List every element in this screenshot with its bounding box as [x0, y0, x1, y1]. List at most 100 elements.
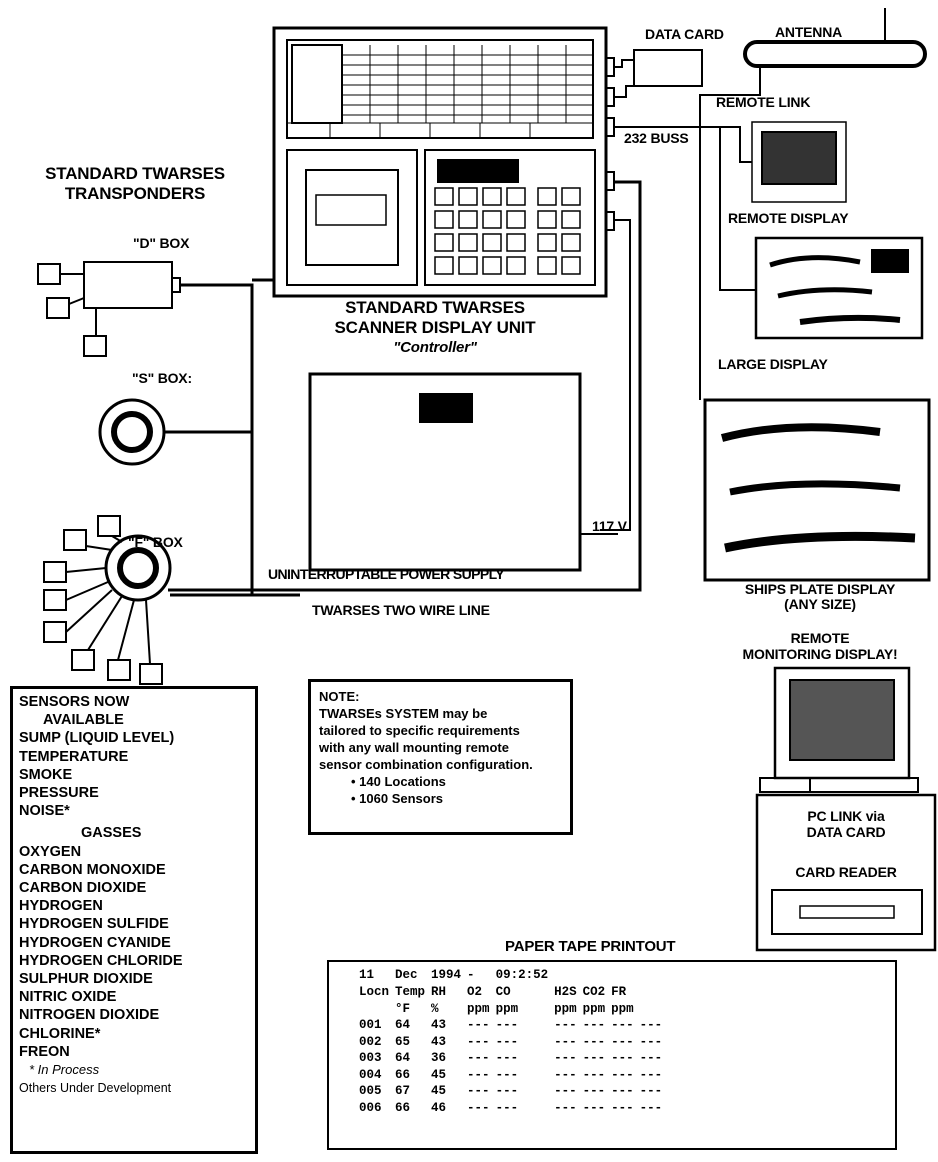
- sensor-item: SUMP (LIQUID LEVEL): [19, 730, 175, 747]
- ships-plate-line-1: SHIPS PLATE DISPLAY: [744, 581, 896, 597]
- gasses-header: GASSES: [81, 825, 142, 842]
- keypad-key: [482, 233, 502, 252]
- scanner-keypad: [434, 187, 581, 275]
- gas-item: CHLORINE*: [19, 1025, 101, 1042]
- keypad-key: [458, 210, 478, 229]
- tape-cell: H2S: [554, 984, 577, 999]
- s-box-shape: [98, 398, 166, 466]
- tape-cell: 004: [359, 1067, 382, 1082]
- keypad-key: [434, 187, 454, 206]
- note-line: with any wall mounting remote: [319, 740, 509, 755]
- d-box-label: "D" BOX: [133, 235, 190, 251]
- keypad-key: [434, 233, 454, 252]
- pc-link-line-1: PC LINK via: [807, 808, 885, 824]
- keypad-key: [482, 187, 502, 206]
- tape-cell: O2: [467, 984, 483, 999]
- tape-cell: 1994: [431, 967, 462, 982]
- sensors-development: Others Under Development: [19, 1081, 172, 1096]
- tape-cell: ---: [467, 1067, 490, 1082]
- card-reader-label: CARD READER: [795, 864, 897, 880]
- tape-cell: CO2: [582, 984, 606, 999]
- gas-item: HYDROGEN CHLORIDE: [19, 952, 183, 969]
- tape-cell: ppm: [495, 1001, 519, 1016]
- s-box-label: "S" BOX:: [132, 370, 192, 386]
- keypad-key: [506, 210, 526, 229]
- card-reader-shape: [771, 889, 923, 935]
- tape-cell: ---: [639, 1034, 663, 1049]
- tape-cell: 45: [431, 1067, 447, 1082]
- tape-cell: 001: [359, 1018, 382, 1033]
- tape-cell: ---: [639, 1084, 663, 1099]
- pc-link-box: [755, 793, 937, 952]
- tape-cell: ---: [582, 1084, 606, 1099]
- remote-monitoring-label: REMOTE MONITORING DISPLAY!: [710, 630, 930, 662]
- note-line: TWARSEs SYSTEM may be: [319, 706, 488, 721]
- tape-cell: ---: [639, 1067, 663, 1082]
- keypad-key: [434, 256, 454, 275]
- tape-cell: CO: [495, 984, 511, 999]
- tape-cell: ---: [611, 1100, 634, 1115]
- gas-item: FREON: [19, 1043, 70, 1060]
- pc-link-line-2: DATA CARD: [806, 824, 886, 840]
- tape-cell: 36: [431, 1051, 447, 1066]
- gas-item: HYDROGEN SULFIDE: [19, 916, 169, 933]
- tape-cell: Dec: [395, 967, 418, 982]
- tape-cell: 46: [431, 1100, 447, 1115]
- tape-cell: %: [431, 1001, 439, 1016]
- gas-item: CARBON MONOXIDE: [19, 861, 166, 878]
- tape-cell: ---: [611, 1018, 634, 1033]
- data-card-shape: [633, 49, 703, 87]
- transponders-title-line-2: TRANSPONDERS: [64, 184, 206, 203]
- keypad-key: [561, 233, 581, 252]
- keypad-key: [537, 256, 557, 275]
- tape-cell: ---: [582, 1067, 606, 1082]
- note-bullet: • 1060 Sensors: [351, 791, 443, 806]
- keypad-key: [537, 210, 557, 229]
- sensors-list-box: SENSORS NOW AVAILABLE SUMP (LIQUID LEVEL…: [10, 686, 258, 1154]
- large-display-shape: [754, 236, 924, 340]
- tape-cell: ---: [554, 1034, 577, 1049]
- tape-cell: ---: [611, 1084, 634, 1099]
- keypad-key: [537, 233, 557, 252]
- keypad-key: [482, 256, 502, 275]
- transponders-title-line-1: STANDARD TWARSES: [45, 164, 225, 183]
- ups-voltage-label: 117 V: [592, 518, 627, 534]
- tape-cell: 64: [395, 1051, 411, 1066]
- keypad-key: [561, 187, 581, 206]
- gas-item: HYDROGEN CYANIDE: [19, 934, 171, 951]
- gas-item: CARBON DIOXIDE: [19, 880, 147, 897]
- ups-shape: [308, 372, 582, 572]
- d-box-shape: [83, 261, 173, 309]
- tape-cell: 43: [431, 1018, 447, 1033]
- tape-cell: ---: [582, 1018, 606, 1033]
- sensor-item: NOISE*: [19, 803, 70, 820]
- tape-cell: ---: [467, 1051, 490, 1066]
- transponders-title: STANDARD TWARSES TRANSPONDERS: [10, 164, 260, 204]
- keypad-key: [537, 187, 557, 206]
- tape-cell: 66: [395, 1100, 411, 1115]
- tape-cell: ---: [639, 1051, 663, 1066]
- note-title: NOTE:: [319, 689, 360, 704]
- tape-cell: 11: [359, 967, 375, 982]
- tape-cell: °F: [395, 1001, 411, 1016]
- tape-cell: FR: [611, 984, 627, 999]
- remote-display-label: REMOTE DISPLAY: [728, 210, 849, 226]
- keypad-key: [458, 256, 478, 275]
- sensor-item: PRESSURE: [19, 785, 99, 802]
- tape-cell: [640, 1000, 669, 1017]
- tape-cell: [640, 983, 669, 1000]
- sensor-item: SMOKE: [19, 766, 73, 783]
- two-wire-line-label: TWARSES TWO WIRE LINE: [312, 602, 490, 618]
- tape-cell: ---: [582, 1051, 606, 1066]
- tape-cell: ---: [495, 1034, 519, 1049]
- keypad-key: [458, 233, 478, 252]
- paper-tape-title: PAPER TAPE PRINTOUT: [505, 938, 676, 955]
- tape-cell: ppm: [467, 1001, 490, 1016]
- ships-plate-line-2: (ANY SIZE): [784, 596, 856, 612]
- tape-cell: ---: [554, 1067, 577, 1082]
- remote-link-label: REMOTE LINK: [716, 94, 811, 110]
- gas-item: SULPHUR DIOXIDE: [19, 971, 153, 988]
